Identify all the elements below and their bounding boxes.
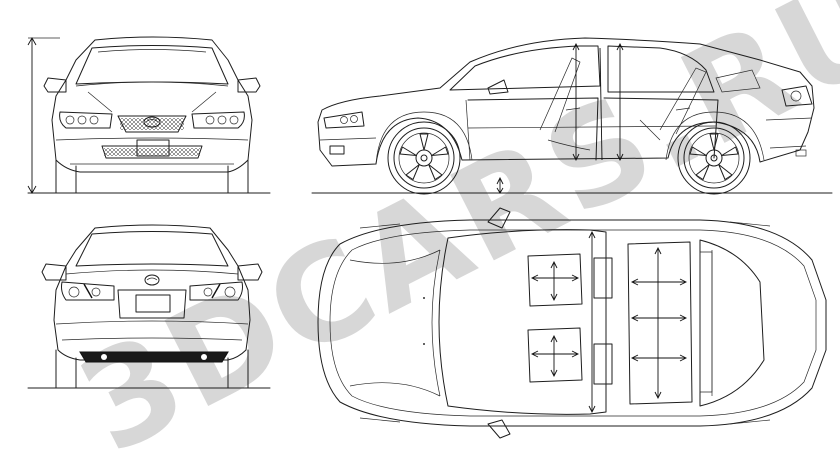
watermark: 3DCARS.RU [57, 0, 840, 472]
top-view-dimensions [530, 230, 688, 414]
top-view [317, 207, 827, 439]
side-view [311, 37, 833, 195]
watermark-text: 3DCARS.RU [57, 0, 840, 472]
rear-view [27, 224, 271, 389]
front-view [27, 36, 271, 194]
